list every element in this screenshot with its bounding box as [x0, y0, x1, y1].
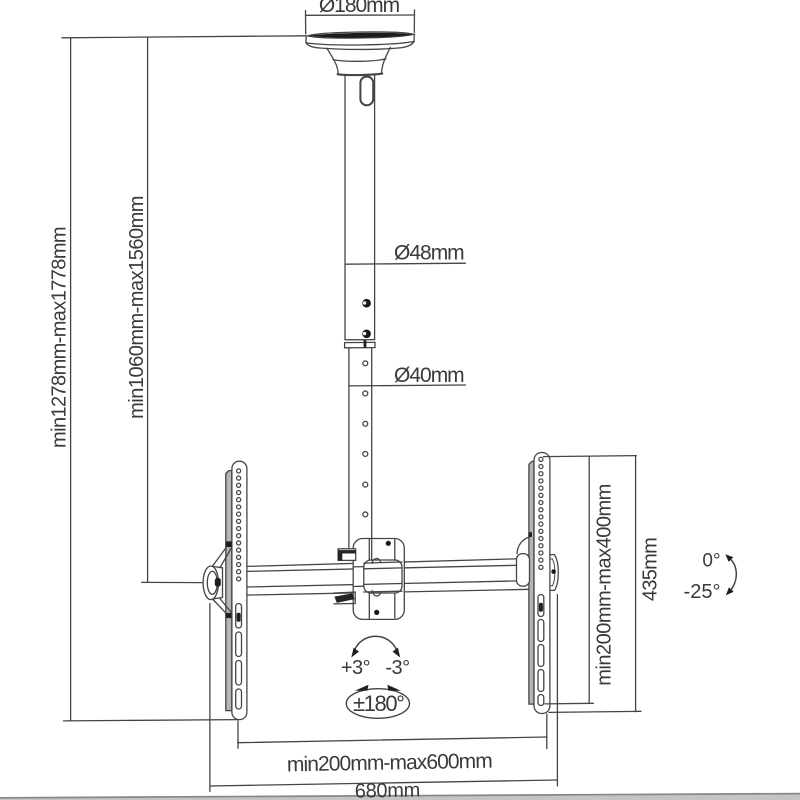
svg-text:-3°: -3° [385, 657, 409, 679]
svg-text:min200mm-max600mm: min200mm-max600mm [287, 750, 493, 777]
svg-text:min200mm-max400mm: min200mm-max400mm [594, 484, 616, 686]
svg-text:min1060mm-max1560mm: min1060mm-max1560mm [126, 196, 148, 419]
svg-text:435mm: 435mm [640, 538, 662, 601]
svg-text:-25°: -25° [684, 581, 721, 603]
svg-text:Ø40mm: Ø40mm [394, 364, 464, 387]
svg-text:+3°: +3° [341, 657, 370, 679]
svg-text:±180°: ±180° [353, 691, 404, 716]
svg-text:680mm: 680mm [355, 779, 421, 800]
svg-text:Ø48mm: Ø48mm [394, 242, 464, 265]
svg-text:Ø180mm: Ø180mm [319, 0, 400, 17]
svg-text:0°: 0° [702, 550, 720, 571]
svg-text:min1278mm-max1778mm: min1278mm-max1778mm [49, 227, 71, 448]
